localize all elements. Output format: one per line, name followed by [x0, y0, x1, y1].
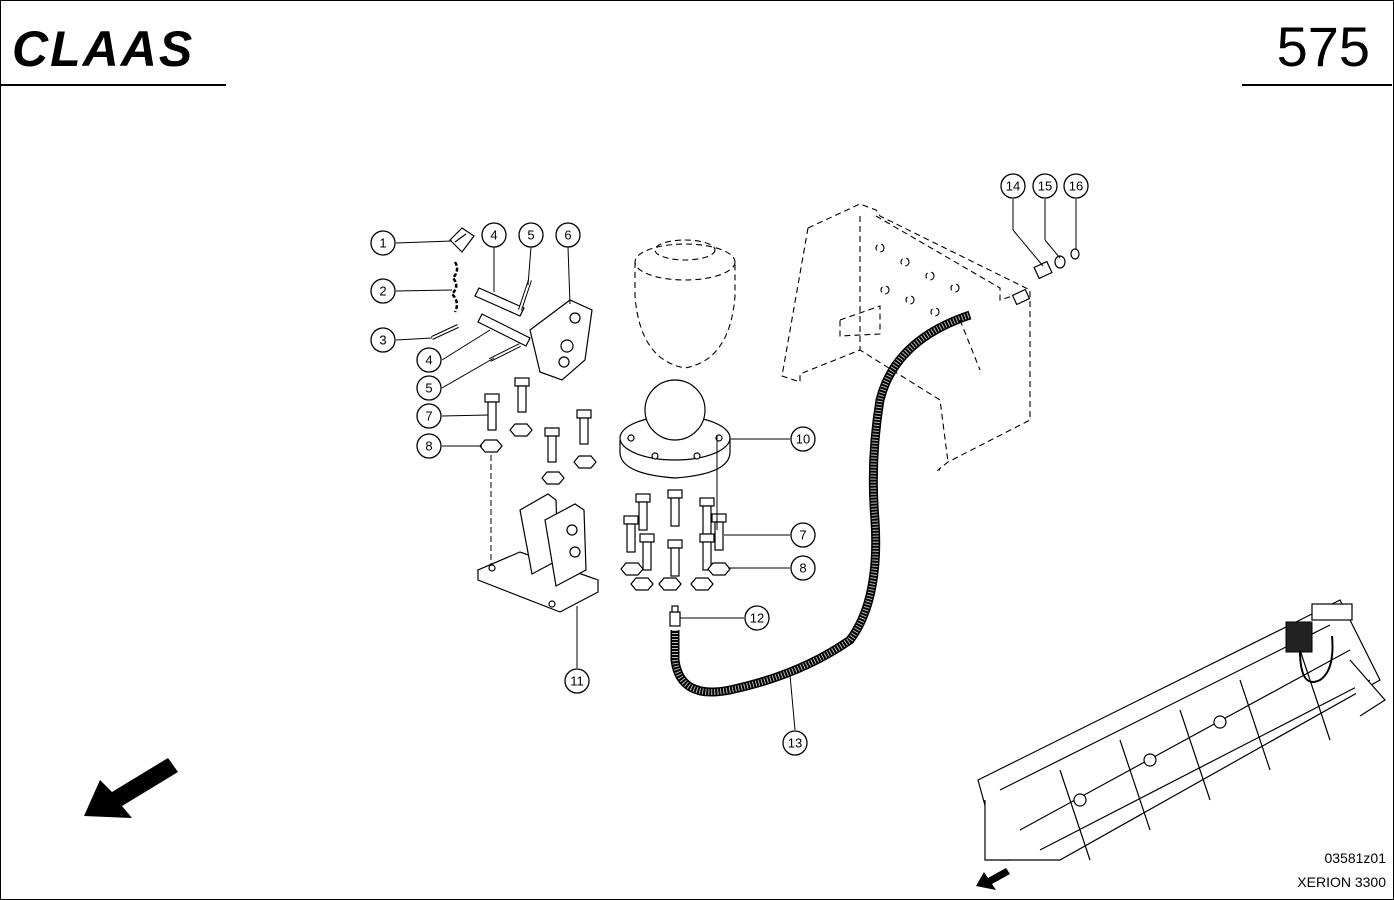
callout-5-lower: 5 [416, 375, 442, 401]
callout-1: 1 [370, 230, 396, 256]
part-ball-coupling [619, 379, 731, 479]
part-pin-small [431, 324, 459, 340]
part-bolts-lower [620, 489, 731, 591]
callout-14: 14 [1000, 173, 1026, 199]
drawing-id: 03581z01 [1324, 850, 1386, 866]
svg-text:4: 4 [490, 228, 497, 243]
callout-2: 2 [370, 278, 396, 304]
part-base-bracket [476, 455, 600, 613]
callout-3: 3 [370, 327, 396, 353]
callout-6: 6 [555, 222, 581, 248]
callout-13: 13 [782, 730, 808, 756]
callout-7-upper: 7 [416, 403, 442, 429]
callout-7-lower: 7 [790, 522, 816, 548]
model-name: XERION 3300 [1297, 874, 1386, 890]
svg-text:7: 7 [799, 528, 806, 543]
callout-4-lower: 4 [416, 347, 442, 373]
header-rule-right [1242, 84, 1392, 86]
claas-logo: CLAAS [12, 21, 194, 72]
svg-text:3: 3 [379, 333, 386, 348]
svg-text:5: 5 [527, 228, 534, 243]
part-fittings-14-16 [1011, 248, 1080, 306]
callout-8-lower: 8 [790, 555, 816, 581]
arrow-small-down-left-icon [976, 868, 1010, 890]
callout-8-upper: 8 [416, 433, 442, 459]
part-bolts-upper [479, 377, 597, 485]
callout-10: 10 [790, 426, 816, 452]
svg-text:8: 8 [799, 561, 806, 576]
svg-text:11: 11 [570, 674, 584, 689]
callout-5-top: 5 [518, 222, 544, 248]
svg-text:14: 14 [1006, 179, 1020, 194]
svg-text:16: 16 [1069, 179, 1083, 194]
part-hose [670, 310, 972, 697]
svg-text:4: 4 [425, 353, 432, 368]
svg-text:8: 8 [425, 439, 432, 454]
part-grease-fitting [669, 605, 681, 627]
svg-text:10: 10 [796, 432, 810, 447]
svg-text:6: 6 [564, 228, 571, 243]
callout-15: 15 [1032, 173, 1058, 199]
svg-text:2: 2 [379, 284, 386, 299]
part-clip [449, 227, 475, 253]
svg-text:15: 15 [1038, 179, 1052, 194]
svg-text:5: 5 [425, 381, 432, 396]
part-spring-pins [489, 279, 532, 362]
svg-text:7: 7 [425, 409, 432, 424]
brand-name: CLAAS [12, 21, 194, 72]
part-pins [474, 287, 531, 347]
arrow-down-left-icon [84, 758, 178, 818]
part-coupling-housing-dashed [634, 239, 736, 369]
header-rule-left [0, 84, 226, 86]
callout-4-top: 4 [481, 222, 507, 248]
part-bracket [529, 299, 593, 381]
part-frame-dashed [781, 203, 1031, 471]
svg-text:1: 1 [379, 236, 386, 251]
callout-16: 16 [1063, 173, 1089, 199]
part-chain [450, 261, 459, 313]
leader-lines [395, 199, 1077, 731]
svg-text:12: 12 [750, 611, 764, 626]
page-number: 575 [1276, 15, 1370, 78]
callout-11: 11 [564, 668, 590, 694]
chassis-locator-thumbnail [977, 599, 1386, 861]
callout-12: 12 [744, 605, 770, 631]
svg-text:13: 13 [788, 736, 802, 751]
